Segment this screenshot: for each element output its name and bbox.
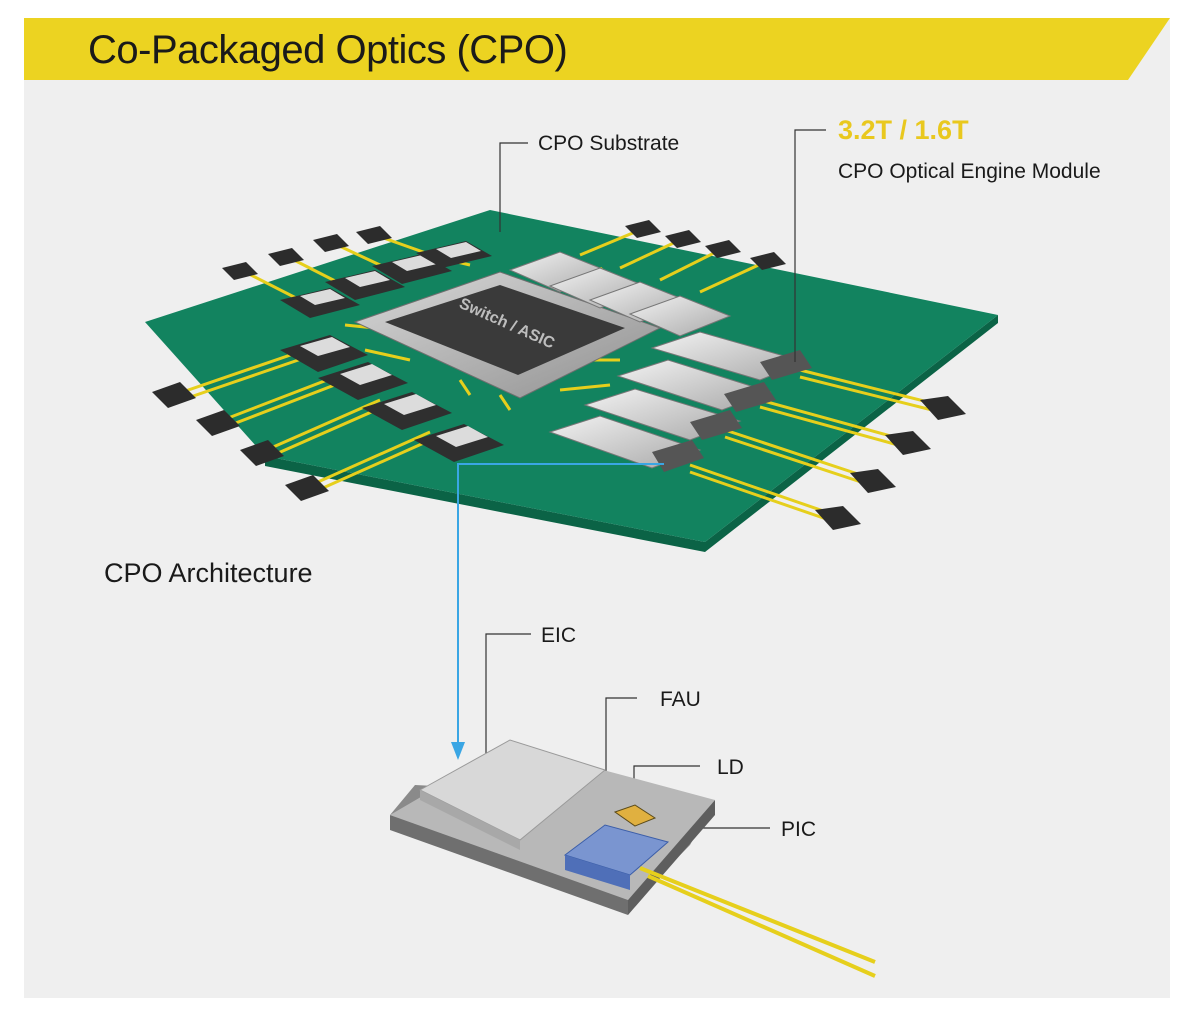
connectors-front-left: [152, 382, 329, 501]
fau-label: FAU: [660, 688, 701, 711]
substrate-label: CPO Substrate: [538, 132, 680, 155]
engine-speed-label: 3.2T / 1.6T: [838, 115, 969, 145]
substrate-side: [265, 315, 998, 552]
title-banner: [24, 18, 1170, 80]
ld-chip: [613, 804, 657, 827]
connectors-front-right: [815, 396, 966, 530]
switch-asic-chip: Switch / ASIC: [353, 271, 662, 399]
fau-block: [563, 824, 670, 876]
banner-shape: [24, 18, 1170, 80]
dark-modules-left: [280, 241, 504, 462]
optical-engines-back-right: [508, 251, 732, 337]
eic-label: EIC: [541, 624, 577, 647]
engine-module-label: CPO Optical Engine Module: [838, 160, 1101, 183]
eic-chip: [418, 739, 607, 841]
ld-label: LD: [717, 756, 744, 779]
optical-engine-detail: [390, 739, 876, 978]
page-title: Co-Packaged Optics (CPO): [88, 28, 568, 72]
optical-engines-front-right: [548, 331, 812, 472]
architecture-label: CPO Architecture: [104, 558, 313, 588]
detail-arrow: [451, 463, 664, 760]
pic-label: PIC: [781, 818, 817, 841]
connectors-back-left: [222, 226, 392, 280]
connectors-back-right: [625, 220, 786, 270]
